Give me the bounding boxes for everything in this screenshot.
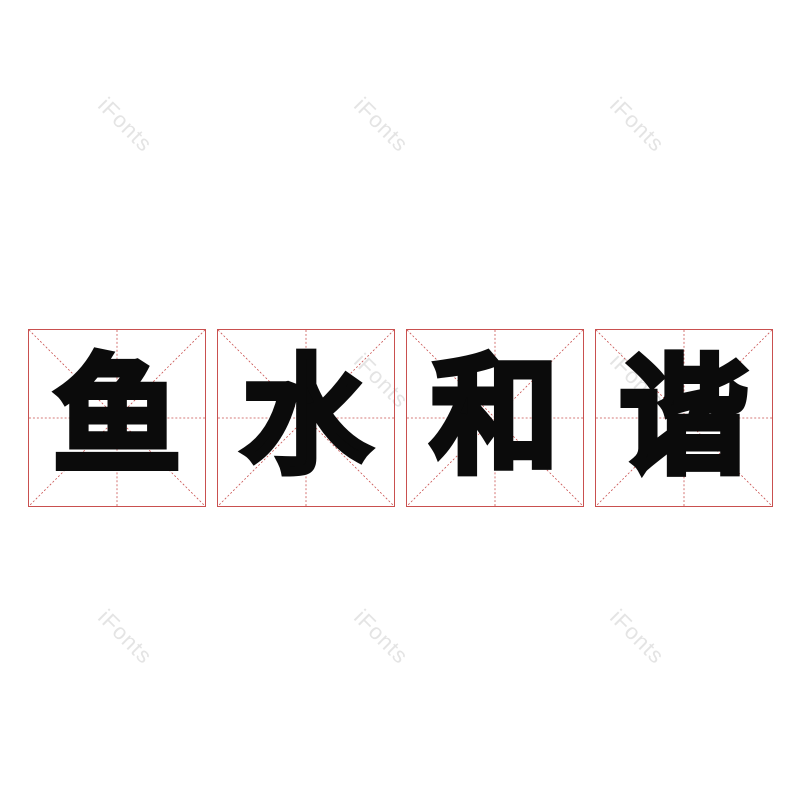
grid-guides <box>407 330 583 506</box>
grid-guides <box>218 330 394 506</box>
grid-guides <box>29 330 205 506</box>
character-cell-1: 鱼 <box>28 329 206 507</box>
character-glyph: 谐 <box>617 343 751 492</box>
watermark-top-left: iFonts <box>93 92 158 157</box>
character-glyph: 水 <box>239 343 373 492</box>
character-row: 鱼 水 和 <box>28 329 774 511</box>
character-cell-4: 谐 <box>595 329 773 507</box>
watermark-bottom-center: iFonts <box>349 604 414 669</box>
character-glyph: 鱼 <box>50 343 184 492</box>
character-cell-2: 水 <box>217 329 395 507</box>
watermark-bottom-right: iFonts <box>605 604 670 669</box>
character-glyph: 和 <box>428 343 562 492</box>
grid-guides <box>596 330 772 506</box>
watermark-top-center: iFonts <box>349 92 414 157</box>
character-cell-3: 和 <box>406 329 584 507</box>
watermark-bottom-left: iFonts <box>93 604 158 669</box>
watermark-top-right: iFonts <box>605 92 670 157</box>
